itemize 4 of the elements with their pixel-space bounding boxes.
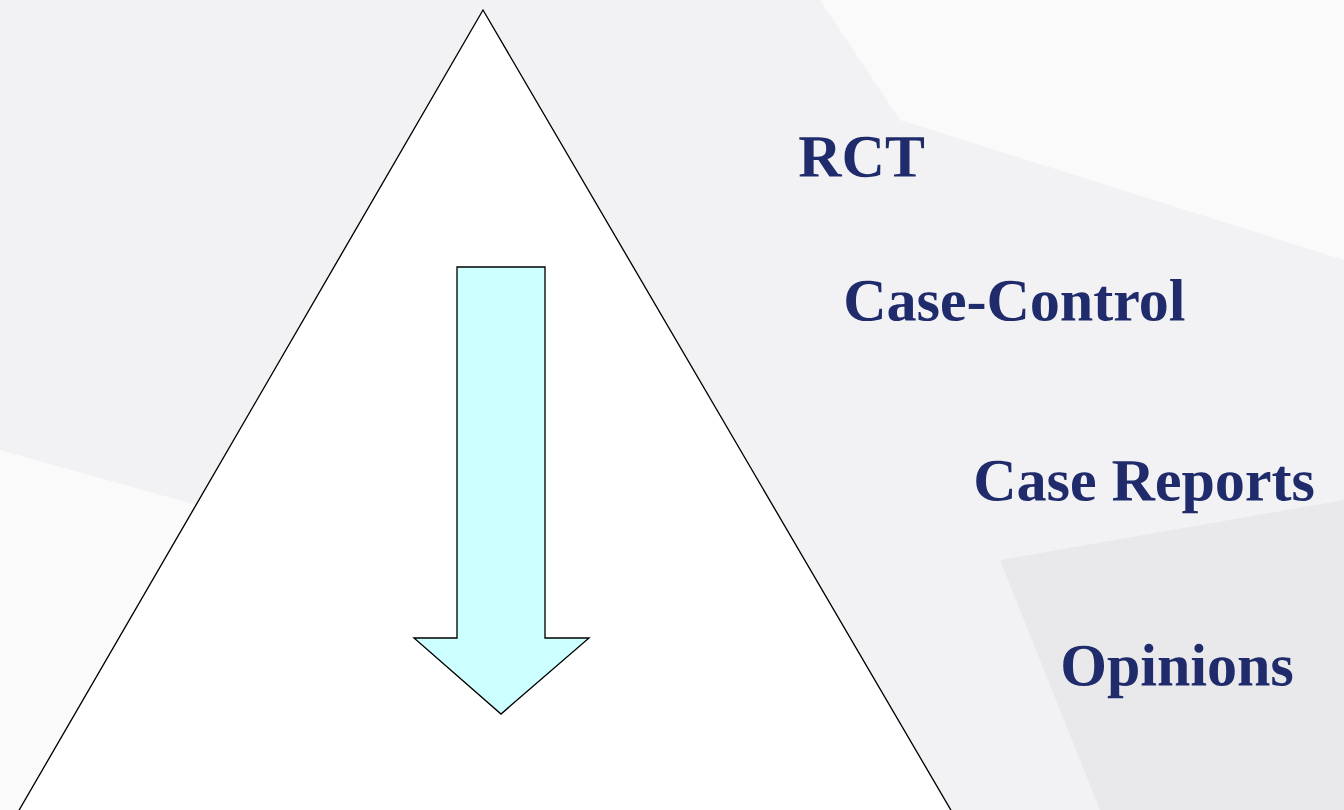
level-label: RCT <box>799 136 924 178</box>
level-label: Opinions <box>1063 643 1293 699</box>
level-label: Case Reports <box>976 460 1314 514</box>
level-label: Case-Control <box>846 278 1185 322</box>
